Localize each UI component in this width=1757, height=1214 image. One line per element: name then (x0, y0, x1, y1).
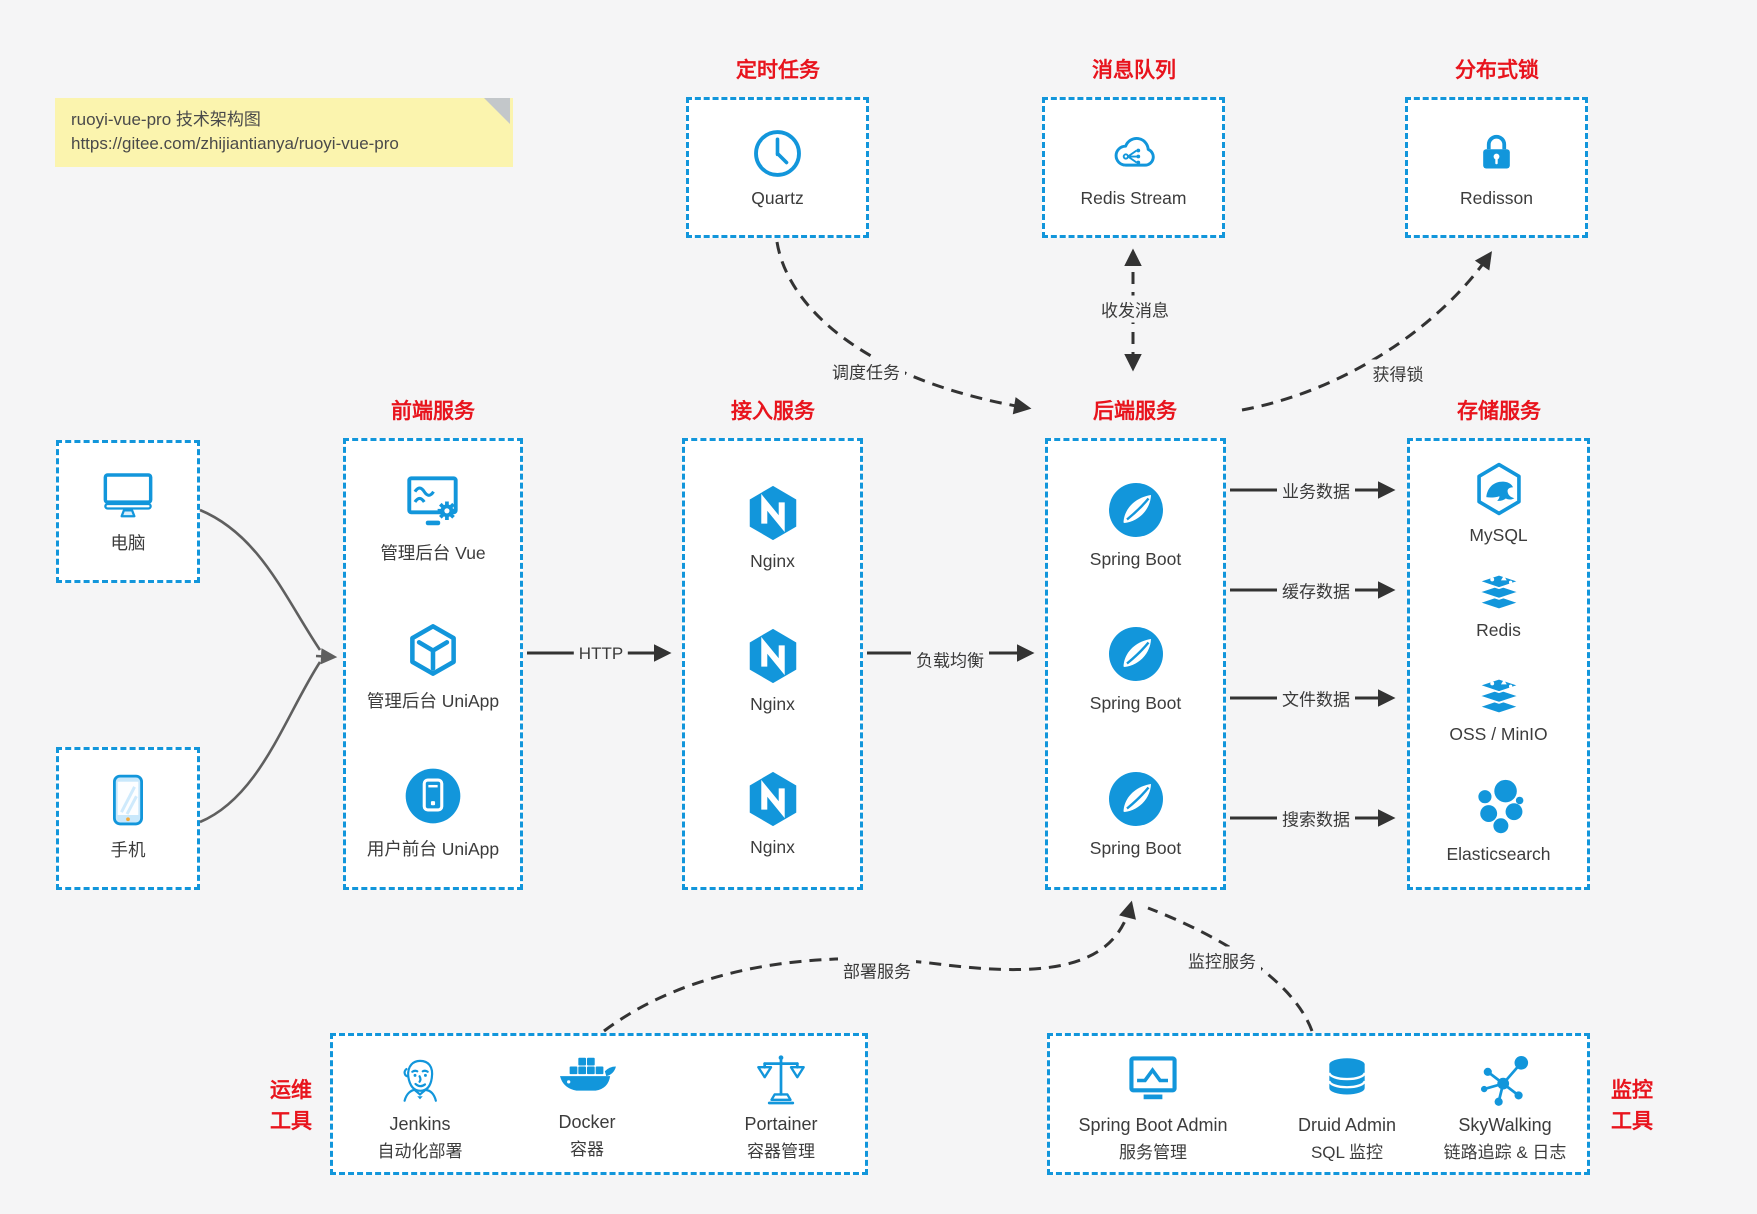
edge-label-load-balance: 负载均衡 (911, 645, 989, 673)
box-gateway: Nginx Nginx Nginx (682, 438, 863, 890)
box-ops: Jenkins 自动化部署 Docker 容器 (330, 1033, 868, 1175)
group-title-gateway: 接入服务 (731, 400, 815, 423)
group-title-storage: 存储服务 (1457, 400, 1541, 423)
spring-boot-admin-icon (1129, 1056, 1177, 1100)
uniapp-cube-icon (410, 624, 456, 676)
elasticsearch-icon (1477, 779, 1523, 834)
docker-icon (560, 1057, 616, 1091)
node-label: Redis (1476, 620, 1521, 640)
user-app-icon (405, 768, 461, 824)
phone-icon (113, 774, 143, 826)
tool-name: Portainer (744, 1114, 818, 1134)
jenkins-icon (403, 1059, 437, 1102)
group-title-scheduled: 定时任务 (736, 59, 820, 82)
tool-desc: 自动化部署 (377, 1142, 463, 1161)
tool-desc: 链路追踪 & 日志 (1443, 1143, 1567, 1162)
node-label: 管理后台 UniApp (366, 691, 500, 711)
node-label: 电脑 (110, 533, 146, 553)
edge-label-deploy: 部署服务 (838, 956, 916, 984)
node-label: Quartz (751, 188, 804, 208)
edge-label-http: HTTP (573, 643, 629, 665)
box-frontend: 管理后台 Vue 管理后台 UniApp 用户前台 UniApp (343, 438, 523, 890)
node-label: MySQL (1469, 525, 1528, 545)
box-scheduled: Quartz (686, 97, 869, 238)
mysql-icon (1476, 462, 1521, 516)
node-label: Nginx (750, 694, 795, 714)
edge-label-cache-data: 缓存数据 (1277, 576, 1355, 604)
note-title: ruoyi-vue-pro 技术架构图 (71, 110, 261, 129)
tool-desc: 服务管理 (1119, 1143, 1187, 1162)
group-title-ops: 运维 工具 (270, 1079, 312, 1133)
edge-label-biz-data: 业务数据 (1277, 476, 1355, 504)
spring-boot-icon (1108, 772, 1163, 826)
nginx-icon (749, 771, 796, 827)
edge-label-lock: 获得锁 (1367, 359, 1429, 387)
node-label: Spring Boot (1089, 549, 1182, 569)
node-label: 用户前台 UniApp (366, 839, 500, 859)
cloud-stream-icon (1114, 137, 1155, 167)
spring-boot-icon (1108, 483, 1163, 537)
node-label: Redisson (1460, 188, 1533, 208)
box-pc: 电脑 (56, 440, 200, 583)
edge-label-search-data: 搜索数据 (1277, 804, 1355, 832)
tool-name: Docker (558, 1112, 616, 1132)
tool-name: Jenkins (389, 1114, 451, 1134)
group-title-backend: 后端服务 (1093, 400, 1177, 423)
edge-label-message: 收发消息 (1096, 295, 1174, 323)
nginx-icon (749, 628, 796, 684)
nginx-icon (749, 485, 796, 541)
tool-name: SkyWalking (1458, 1115, 1552, 1135)
node-label: 手机 (110, 840, 146, 860)
gear-icon (437, 501, 457, 521)
box-mq: Redis Stream (1042, 97, 1225, 238)
tool-desc: 容器 (570, 1140, 604, 1159)
tool-name: Spring Boot Admin (1078, 1115, 1228, 1135)
desktop-icon (103, 473, 153, 518)
oss-minio-icon (1477, 677, 1520, 715)
lock-icon (1483, 134, 1510, 169)
client-curves (199, 508, 338, 824)
clock-icon (754, 130, 801, 177)
skywalking-icon (1480, 1055, 1529, 1106)
box-monitor: Spring Boot Admin 服务管理 Druid Admin SQL 监… (1047, 1033, 1590, 1175)
box-phone: 手机 (56, 747, 200, 890)
node-label: Nginx (750, 551, 795, 571)
admin-vue-icon (407, 476, 458, 526)
box-backend: Spring Boot Spring Boot Spring Boot (1045, 438, 1226, 890)
edge-label-file-data: 文件数据 (1277, 684, 1355, 712)
box-storage: MySQL Redis (1407, 438, 1590, 890)
spring-boot-icon (1108, 627, 1163, 681)
group-title-monitor: 监控 工具 (1611, 1079, 1653, 1133)
note-url: https://gitee.com/zhijiantianya/ruoyi-vu… (71, 134, 399, 153)
node-label: OSS / MinIO (1449, 724, 1548, 744)
edge-label-monitor: 监控服务 (1183, 946, 1261, 974)
node-label: Nginx (750, 837, 795, 857)
redis-icon (1477, 573, 1520, 611)
box-lock: Redisson (1405, 97, 1588, 238)
druid-database-icon (1328, 1058, 1366, 1095)
portainer-icon (757, 1055, 805, 1105)
node-label: Elasticsearch (1446, 844, 1551, 864)
node-label: Redis Stream (1080, 188, 1187, 208)
node-label: 管理后台 Vue (380, 543, 486, 563)
group-title-mq: 消息队列 (1092, 59, 1176, 82)
group-title-lock: 分布式锁 (1455, 59, 1539, 82)
node-label: Spring Boot (1089, 838, 1182, 858)
group-title-frontend: 前端服务 (391, 400, 475, 423)
tool-desc: 容器管理 (747, 1142, 815, 1161)
edge-label-schedule: 调度任务 (827, 357, 905, 385)
tool-name: Druid Admin (1297, 1115, 1397, 1135)
tool-desc: SQL 监控 (1310, 1143, 1384, 1162)
sticky-note: ruoyi-vue-pro 技术架构图 https://gitee.com/zh… (55, 98, 513, 167)
node-label: Spring Boot (1089, 693, 1182, 713)
